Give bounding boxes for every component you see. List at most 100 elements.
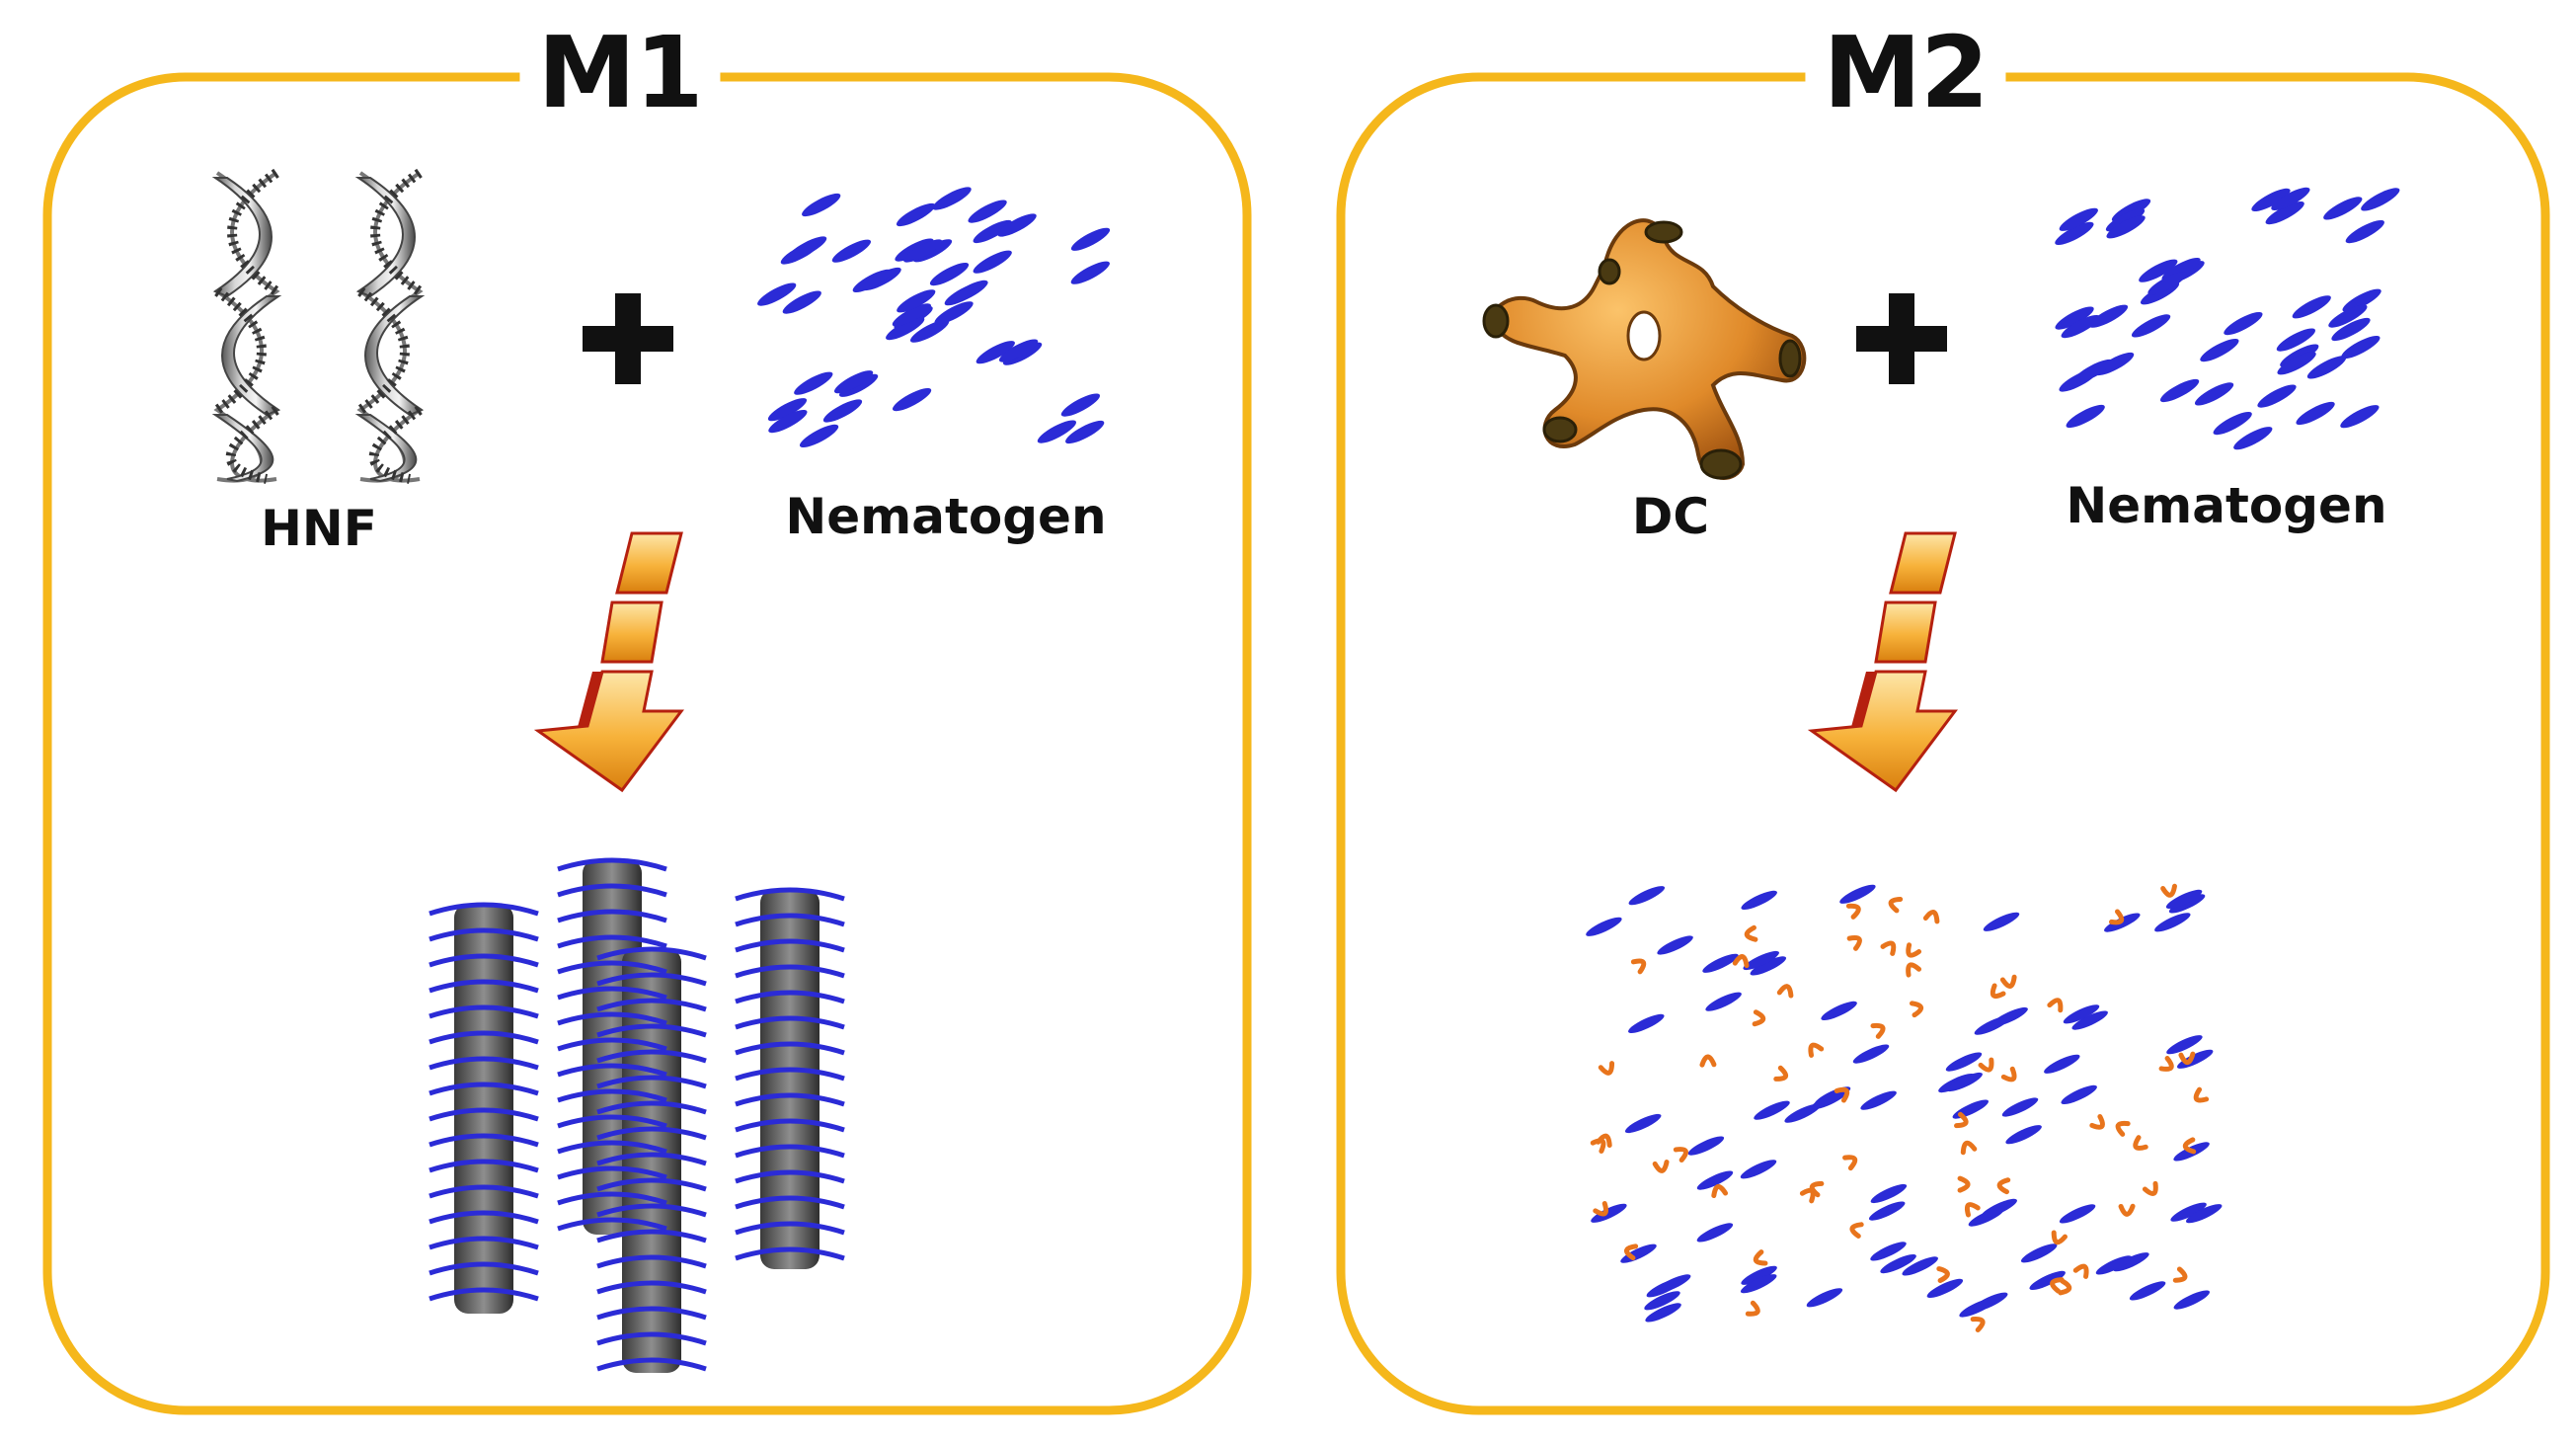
nematogen-molecule xyxy=(2185,1204,2223,1224)
bent-core-molecule xyxy=(1773,1065,1789,1082)
nematogen-molecule xyxy=(1983,912,2020,931)
bent-core-molecule xyxy=(1954,1111,1969,1129)
nematogen-molecule xyxy=(1702,953,1739,973)
nematogen-molecule xyxy=(1065,420,1105,444)
bent-core-molecule xyxy=(1870,1022,1886,1039)
wrapped-nematogen xyxy=(735,887,845,902)
bent-core-molecule xyxy=(2172,1266,2188,1283)
nematogen-molecule xyxy=(1821,1001,1857,1020)
wrapped-nematogen xyxy=(596,998,707,1012)
bent-core-molecule xyxy=(1996,1177,2011,1195)
bent-core-molecule xyxy=(2193,1086,2210,1103)
nanofilament-pillar xyxy=(760,889,820,1269)
nematogen-molecule xyxy=(934,301,974,325)
bent-core-molecule xyxy=(2142,1180,2158,1196)
nematogen-molecule xyxy=(2055,221,2094,246)
bent-core-molecule xyxy=(2050,1277,2065,1294)
bent-core-molecule xyxy=(2000,1066,2017,1083)
wrapped-nematogen xyxy=(735,938,845,953)
nematogen-molecule xyxy=(1624,1113,1662,1134)
wrapped-nematogen xyxy=(429,1261,539,1276)
nematogen-molecule xyxy=(909,319,950,343)
bent-core-molecule xyxy=(1590,1138,1606,1154)
nematogen-molecule xyxy=(1946,1072,1983,1092)
bent-core-molecule xyxy=(1673,1147,1688,1163)
nematogen-molecule xyxy=(1860,1090,1897,1110)
nematogen-molecule xyxy=(1926,1278,1964,1298)
dc-label: DC xyxy=(1631,488,1710,545)
m2-nematogen-label: Nematogen xyxy=(2066,477,2387,534)
nematogen-molecule xyxy=(2224,311,2263,336)
nematogen-molecule xyxy=(1705,992,1742,1011)
nematogen-molecule xyxy=(2251,188,2291,212)
wrapped-nematogen xyxy=(429,1107,539,1122)
nematogen-molecule xyxy=(2296,401,2335,426)
wrapped-nematogen xyxy=(557,1217,667,1232)
nematogen-molecule xyxy=(1945,1052,1983,1072)
nematogen-molecule xyxy=(2131,314,2171,338)
nematogen-molecule xyxy=(1657,935,1693,955)
hnf-label: HNF xyxy=(261,500,377,557)
nematogen-molecule xyxy=(1852,1044,1890,1064)
wrapped-nematogen xyxy=(735,1041,845,1056)
wrapped-nematogen xyxy=(596,972,707,987)
nematogen-molecule xyxy=(968,200,1007,223)
nematogen-molecule xyxy=(1654,1274,1691,1294)
wrapped-nematogen xyxy=(429,1236,539,1250)
nematogen-molecule xyxy=(794,371,833,395)
wrapped-nematogen xyxy=(557,986,667,1001)
nematogen-molecule xyxy=(2341,335,2381,360)
wrapped-nematogen xyxy=(557,1191,667,1206)
bent-core-molecule xyxy=(1732,954,1750,969)
bent-core-molecule xyxy=(1699,1054,1717,1068)
nematogen-molecule xyxy=(1952,1099,1990,1119)
bent-core-molecule xyxy=(2115,1120,2131,1137)
nematogen-molecule xyxy=(1645,1303,1681,1323)
m1-hnf-nematogen-composite xyxy=(429,857,845,1373)
wrapped-nematogen xyxy=(735,990,845,1004)
wrapped-nematogen xyxy=(429,1210,539,1225)
nematogen-molecule xyxy=(2073,359,2114,383)
wrapped-nematogen xyxy=(557,1088,667,1103)
wrapped-nematogen xyxy=(735,964,845,979)
nematogen-molecule xyxy=(2340,405,2380,429)
nematogen-molecule xyxy=(1811,1090,1847,1110)
wrapped-nematogen xyxy=(429,1133,539,1148)
nematogen-molecule xyxy=(2044,1054,2080,1074)
nematogen-molecule xyxy=(1628,1013,1665,1033)
nematogen-molecule xyxy=(1591,1203,1627,1223)
wrapped-nematogen xyxy=(735,1067,845,1082)
wrapped-nematogen xyxy=(735,1144,845,1159)
wrapped-nematogen xyxy=(596,1331,707,1346)
nematogen-molecule xyxy=(822,399,863,423)
wrapped-nematogen xyxy=(735,913,845,927)
nematogen-molecule xyxy=(1806,1288,1843,1308)
nematogen-molecule xyxy=(892,387,932,412)
nematogen-molecule xyxy=(949,280,988,304)
nematogen-molecule xyxy=(1687,1136,1725,1156)
nematogen-molecule xyxy=(2005,1125,2042,1145)
wrapped-nematogen xyxy=(596,1229,707,1243)
nematogen-molecule xyxy=(1868,1201,1906,1221)
m1-nematogen-label: Nematogen xyxy=(785,488,1107,545)
bent-core-molecule xyxy=(1808,1042,1825,1058)
nematogen-molecule xyxy=(1870,1183,1908,1204)
wrapped-nematogen xyxy=(429,1287,539,1302)
nematogen-molecule xyxy=(1902,1256,1938,1276)
bent-core-molecule xyxy=(1999,974,2017,989)
nematogen-molecule xyxy=(1981,1198,2017,1218)
nematogen-molecule xyxy=(976,341,1015,364)
wrapped-nematogen xyxy=(596,1152,707,1166)
m2-plus-icon xyxy=(1856,293,1947,384)
bent-core-molecule xyxy=(1849,1222,1864,1239)
bent-core-molecule xyxy=(2072,1263,2089,1279)
nematogen-molecule xyxy=(1870,1242,1907,1261)
nematogen-molecule xyxy=(2066,404,2105,429)
nematogen-molecule xyxy=(2342,288,2381,312)
nematogen-molecule xyxy=(2071,1010,2108,1030)
bent-core-molecule xyxy=(1845,903,1861,920)
nematogen-molecule xyxy=(1750,956,1787,976)
wrapped-nematogen xyxy=(557,1011,667,1026)
bent-core-molecule xyxy=(1745,1300,1760,1317)
bent-core-molecule xyxy=(2158,1056,2174,1072)
